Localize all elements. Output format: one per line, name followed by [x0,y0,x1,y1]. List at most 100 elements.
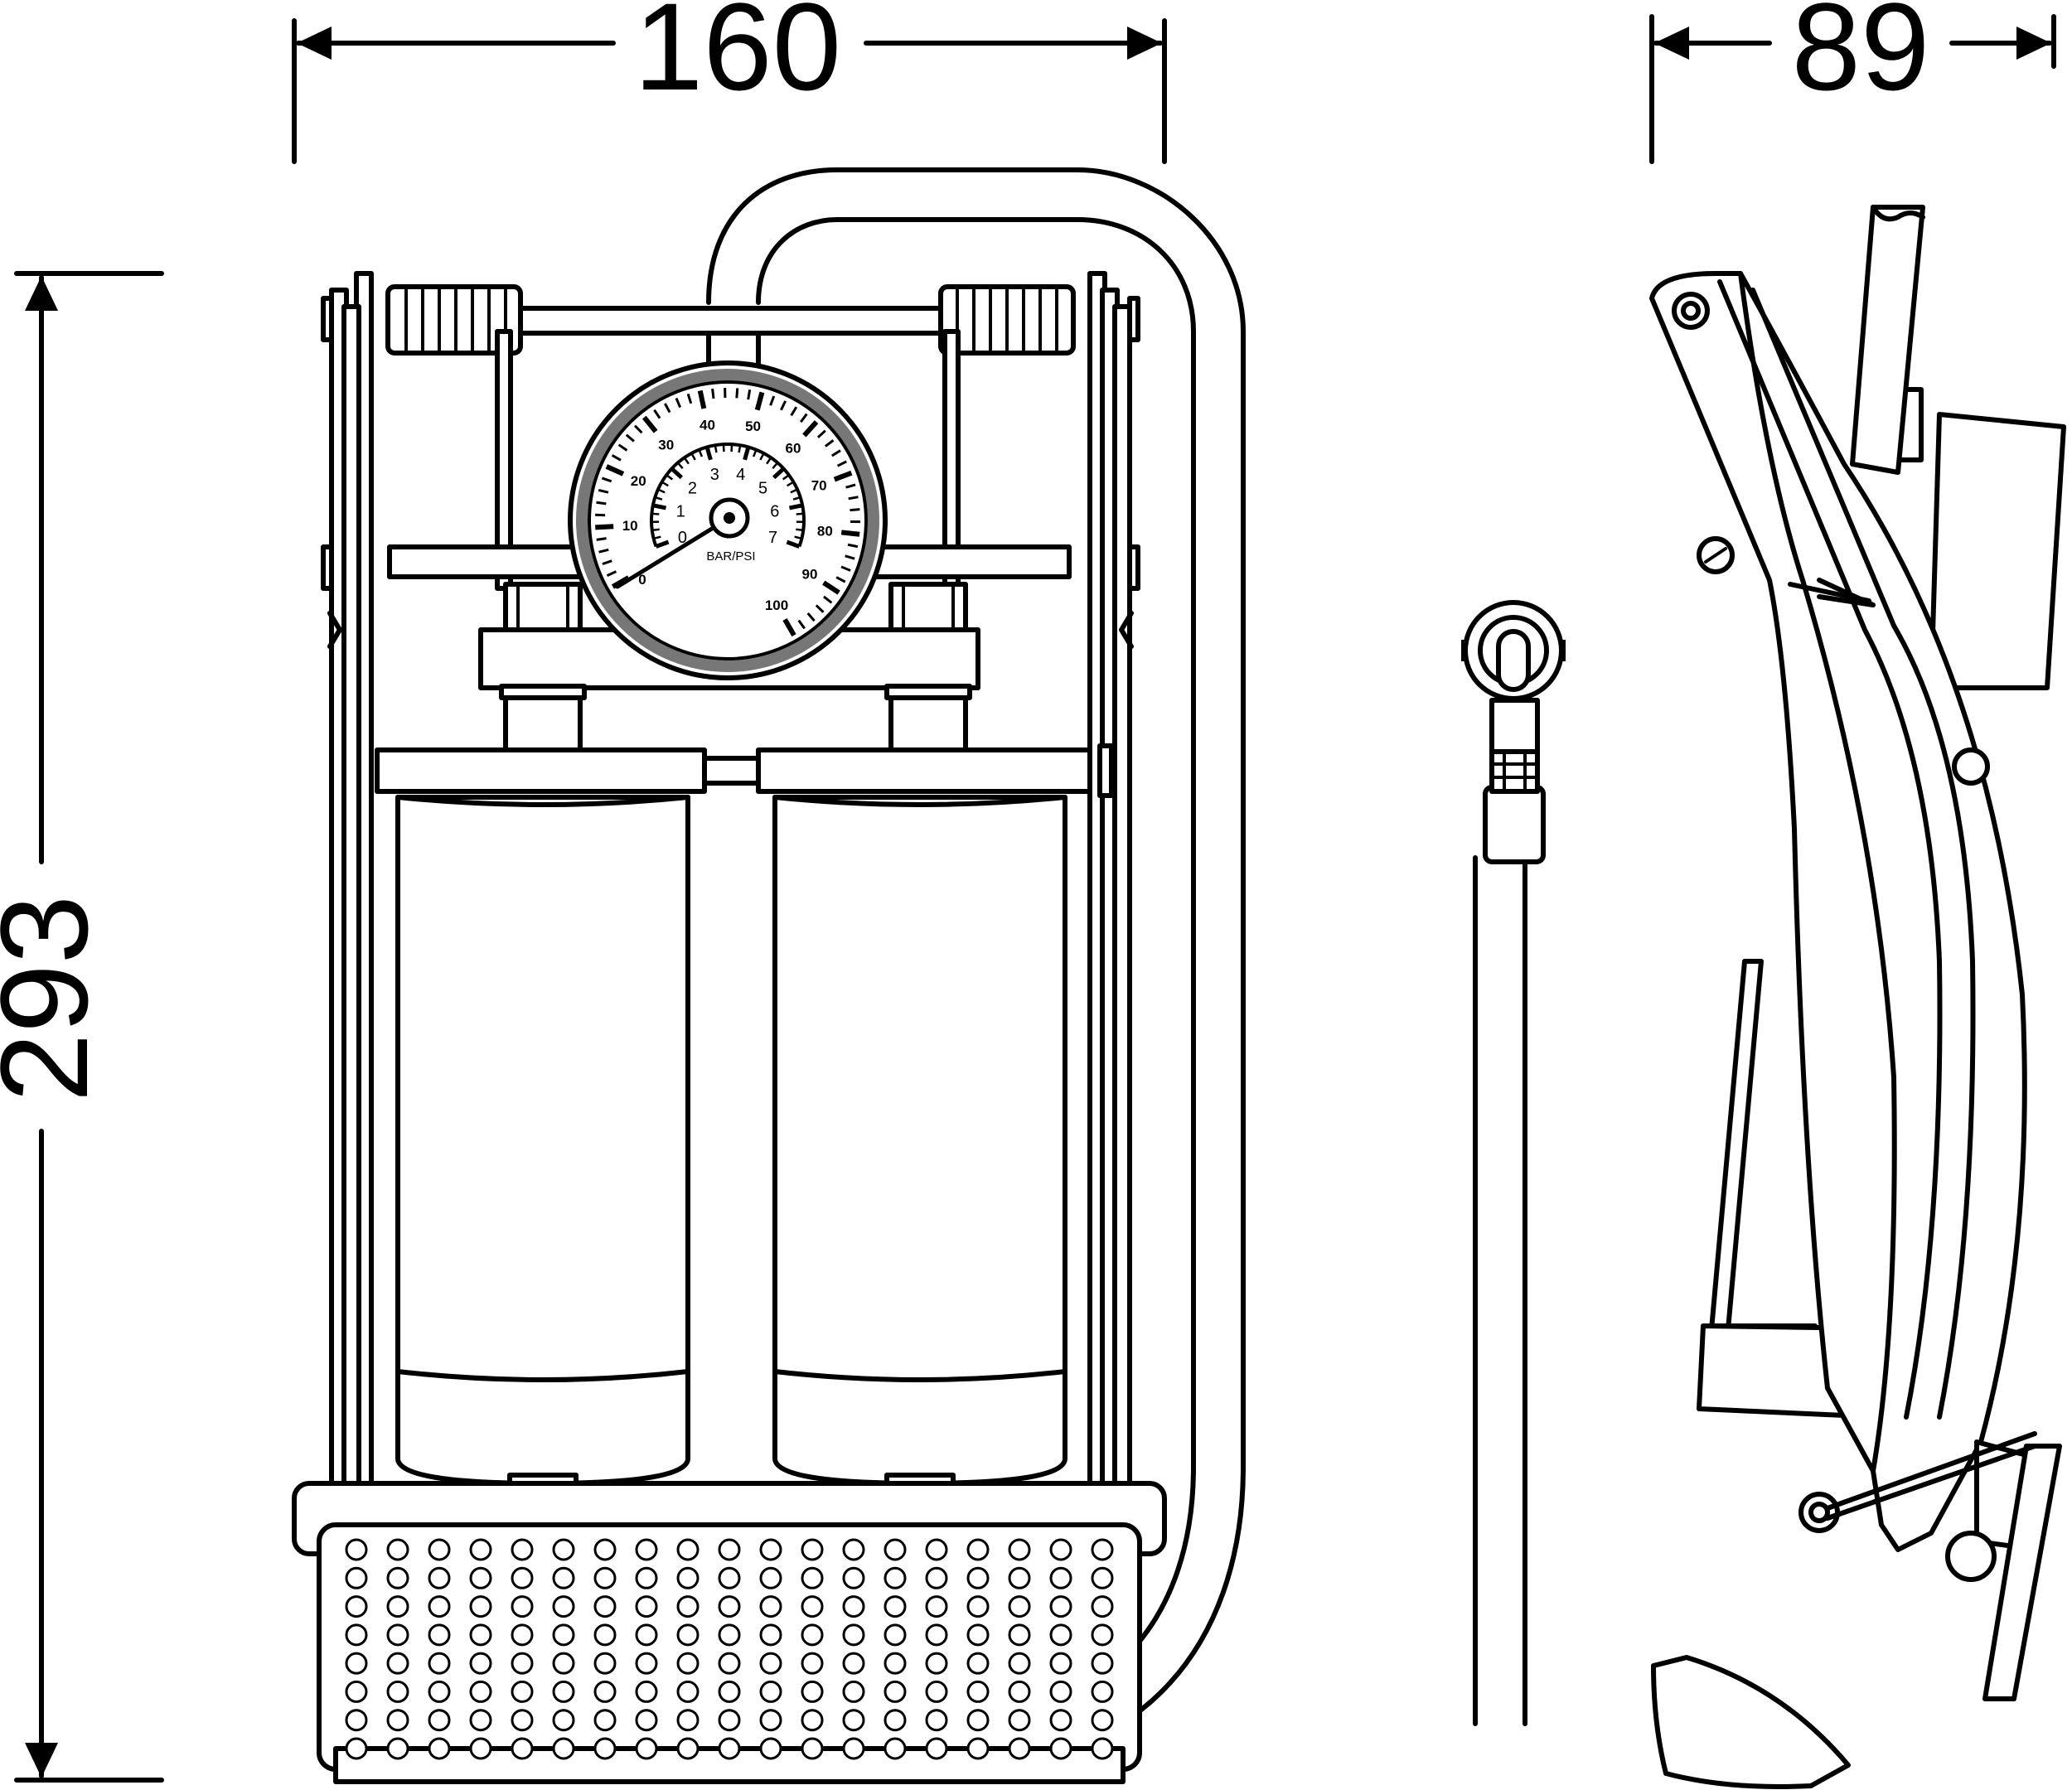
psi-tick [653,409,661,419]
pedal-hole [511,1737,534,1760]
pedal-hole [801,1680,824,1703]
pedal-hole [345,1737,368,1760]
bar-tick [752,449,758,457]
bar-tick [743,446,751,461]
psi-tick [847,543,859,549]
pedal-hole [1049,1709,1072,1732]
psi-tick [769,395,776,406]
bar-scale-arc [650,443,806,548]
psi-tick [782,618,796,637]
psi-tick [754,391,765,411]
pedal-hole [511,1623,534,1647]
pedal-hole [552,1680,575,1703]
pedal-hole [593,1652,617,1675]
pedal-hole [718,1623,741,1647]
bar-tick [676,462,684,470]
psi-tick [611,454,622,462]
gauge-needle [615,515,732,589]
pedal-hole [1091,1623,1114,1647]
psi-tick [697,389,707,409]
pedal-hole [842,1595,865,1618]
pedal-hole [1091,1595,1114,1618]
pedal-hole [884,1737,907,1760]
psi-label: 100 [765,597,788,613]
pedal-hole [884,1566,907,1589]
bar-tick [651,512,660,515]
psi-tick [633,424,643,434]
pedal-hole [884,1595,907,1618]
pedal-hole [759,1737,782,1760]
depth-label: 89 [1792,0,1930,116]
cylinder-right [772,795,1067,1494]
psi-tick [822,580,840,595]
psi-tick [797,619,806,630]
psi-zero-label: 0 [638,572,646,588]
pedal-hole [428,1595,451,1618]
pedal-hole [386,1737,409,1760]
psi-tick [686,393,693,404]
pedal-hole [718,1680,741,1703]
foot-pedal [292,1481,1167,1784]
front-view: 10 20 30 40 50 60 70 80 90 100 0 1 2 3 4… [292,167,1566,1784]
pedal-hole [966,1680,990,1703]
bar-scale-labels: 0 1 2 3 4 5 6 7 [676,466,780,547]
pedal-hole [676,1652,700,1675]
pedal-hole [469,1623,492,1647]
bar-tick [661,481,669,487]
pedal-hole [1091,1709,1114,1732]
pedal-hole [676,1680,700,1703]
pedal-hole [511,1652,534,1675]
pedal-hole [428,1538,451,1561]
pedal-hole [801,1566,824,1589]
bar-tick [670,467,683,480]
psi-label: 30 [658,437,674,452]
psi-tick [845,554,855,560]
pedal-hole [718,1595,741,1618]
pedal-hole [552,1709,575,1732]
pedal-hole [511,1566,534,1589]
pedal-hole [1091,1538,1114,1561]
bar-tick [787,481,795,487]
pedal-hole [1008,1652,1031,1675]
cylinder-left [395,795,690,1494]
bar-tick [690,452,696,461]
psi-tick [835,576,846,583]
psi-tick [641,415,658,433]
pedal-hole [1091,1566,1114,1589]
pedal-hole [759,1595,782,1618]
pedal-hole [386,1680,409,1703]
bar-scale-ticks [650,443,806,549]
pedal-hole [552,1595,575,1618]
pedal-hole [759,1538,782,1561]
pedal-hole [966,1652,990,1675]
pedal-hole [676,1538,700,1561]
pedal-hole [428,1566,451,1589]
height-label: 293 [0,895,114,1102]
pedal-hole [925,1709,948,1732]
pedal-hole [635,1737,658,1760]
psi-tick [780,400,787,411]
pedal-hole [345,1652,368,1675]
pedal-hole [345,1595,368,1618]
pedal-hole [386,1595,409,1618]
bar-tick [766,457,772,465]
pedal-hole [842,1652,865,1675]
pedal-hole [635,1709,658,1732]
pedal-hole [676,1737,700,1760]
psi-tick [602,559,612,566]
pedal-hole [1008,1680,1031,1703]
bar-label: 7 [768,529,777,547]
psi-label: 20 [631,473,646,489]
bar-label: 6 [770,503,779,521]
bar-tick [714,445,718,453]
bar-label: 5 [758,480,767,498]
bar-tick [653,535,661,540]
psi-tick [595,524,614,530]
pedal-hole [386,1652,409,1675]
psi-tick [815,604,825,613]
bar-tick [738,445,742,453]
bar-tick [796,512,804,515]
pedal-hole [593,1623,617,1647]
width-dimension: 160 [292,0,1167,164]
pedal-hole [925,1737,948,1760]
